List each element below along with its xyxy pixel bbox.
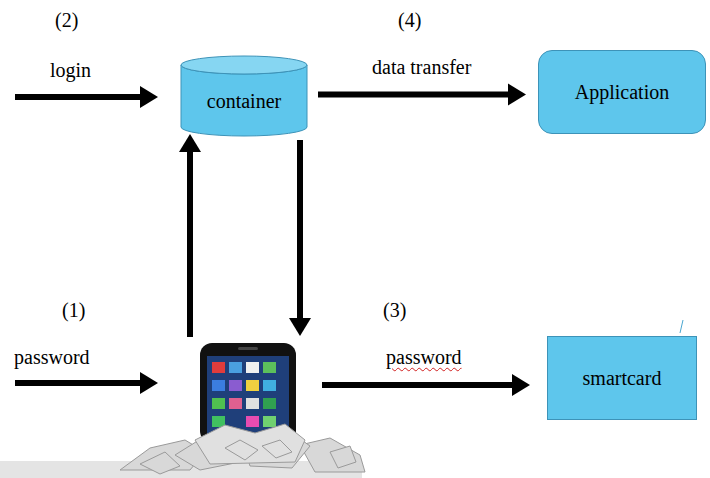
down-arrow — [289, 140, 311, 336]
rubble-front — [195, 424, 305, 464]
edge-label: data transfer — [370, 55, 473, 79]
step-number: (3) — [383, 298, 406, 322]
output-arrow — [322, 374, 530, 396]
input-label: password — [14, 345, 90, 369]
step-number: (2) — [55, 8, 78, 32]
input-arrow — [15, 372, 158, 394]
smartcard-box: smartcard — [547, 336, 697, 420]
up-arrow — [179, 134, 201, 337]
database-cylinder: container — [180, 55, 308, 137]
node-text: smartcard — [575, 367, 670, 390]
stray-mark — [680, 320, 683, 333]
output-label: password — [386, 345, 462, 369]
node-text: Application — [567, 81, 677, 104]
step-number: (4) — [398, 8, 421, 32]
flow-arrow — [318, 84, 526, 106]
input-arrow — [15, 86, 158, 108]
application-box: Application — [538, 50, 706, 134]
node-text: container — [199, 90, 289, 113]
input-label: login — [50, 58, 91, 82]
step-number: (1) — [62, 298, 85, 322]
